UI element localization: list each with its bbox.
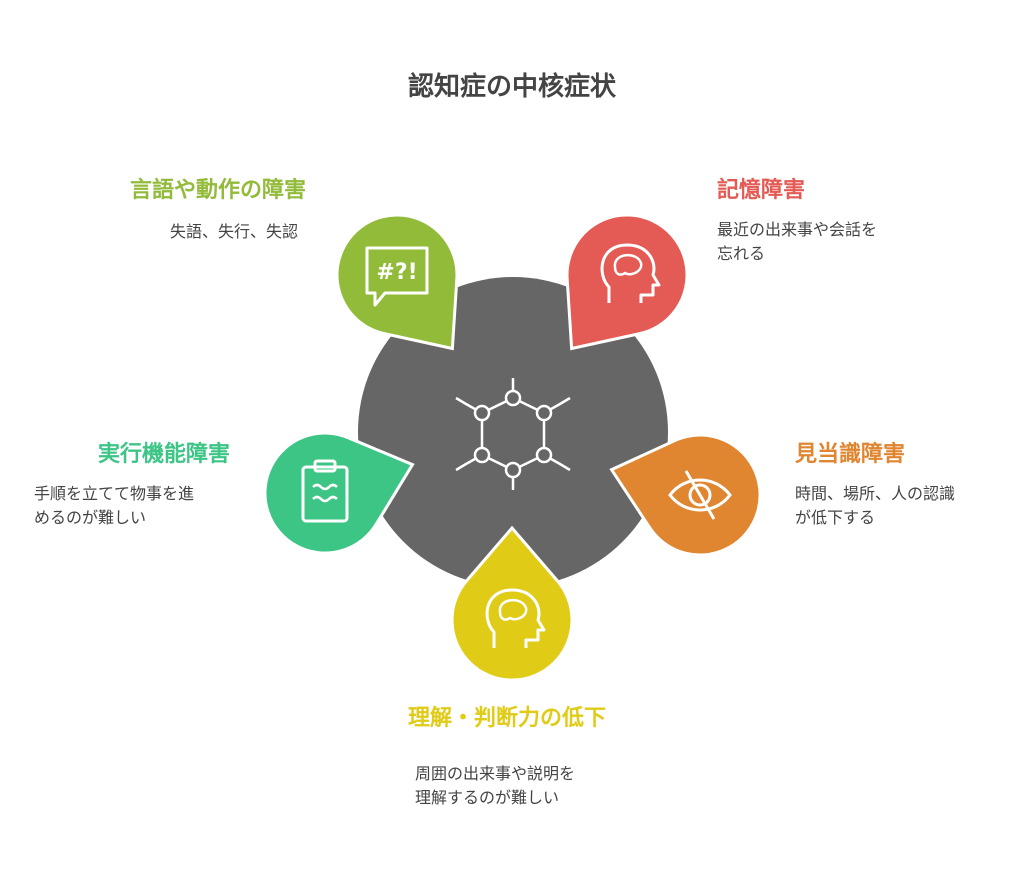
molecule-network-icon (455, 378, 571, 490)
item-desc-executive: 手順を立てて物事を進 めるのが難しい (34, 484, 195, 527)
item-heading-judgment: 理解・判断力の低下 (408, 706, 607, 731)
speech-bubble-icon: #?! (365, 246, 429, 307)
center-circle (358, 277, 668, 587)
teardrop-language: #?! (335, 213, 459, 351)
brain-head-icon (600, 243, 661, 303)
item-heading-memory: 記憶障害 (717, 178, 806, 203)
item-desc-orientation: 時間、場所、人の認識 が低下する (795, 484, 956, 527)
item-desc-judgment: 周囲の出来事や説明を 理解するのが難しい (415, 764, 576, 807)
teardrop-shape (263, 431, 415, 555)
eye-slash-icon (668, 470, 732, 520)
svg-text:#?!: #?! (376, 260, 417, 285)
teardrop-shape (609, 433, 762, 557)
teardrop-shape (565, 213, 689, 351)
item-heading-language: 言語や動作の障害 (129, 178, 306, 203)
teardrop-orientation (609, 433, 762, 557)
teardrop-judgment (450, 525, 574, 682)
item-heading-executive: 実行機能障害 (97, 442, 230, 467)
item-desc-memory: 最近の出来事や会話を 忘れる (717, 220, 878, 263)
brain-head-icon (485, 588, 546, 648)
item-desc-language: 失語、失行、失認 (169, 222, 298, 241)
teardrop-executive (263, 431, 415, 555)
diagram-title: 認知症の中核症状 (407, 72, 616, 102)
item-heading-orientation: 見当識障害 (795, 442, 906, 467)
clipboard-icon (301, 459, 349, 523)
teardrop-memory (565, 213, 689, 351)
teardrop-shape (450, 525, 574, 682)
